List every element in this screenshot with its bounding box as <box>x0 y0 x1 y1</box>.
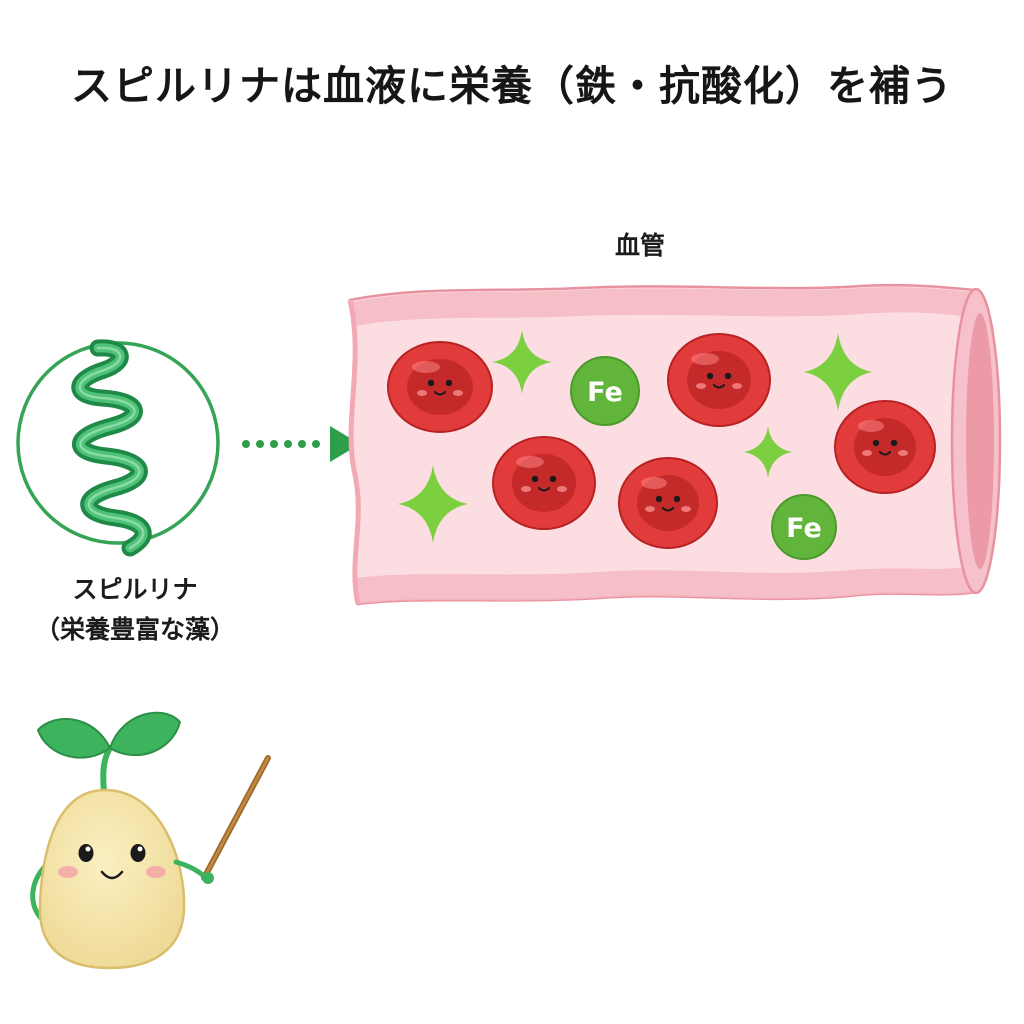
sparkle-icon <box>744 426 792 478</box>
sparkle-icon <box>492 330 552 394</box>
page-title: スピルリナは血液に栄養（鉄・抗酸化）を補う <box>71 62 953 110</box>
iron-symbol: Fe <box>786 513 822 544</box>
leaf-icon <box>36 718 112 759</box>
leaf-icon <box>108 711 182 757</box>
iron-symbol: Fe <box>587 377 623 408</box>
red-blood-cell <box>618 457 718 549</box>
red-blood-cell <box>492 436 596 530</box>
spirulina-illustration <box>16 339 220 557</box>
spirulina-label: スピルリナ <box>72 575 198 604</box>
sparkle-icon <box>804 333 872 411</box>
iron-particle: Fe <box>570 356 640 426</box>
iron-particle: Fe <box>771 494 837 560</box>
red-blood-cell <box>667 333 771 427</box>
spirulina-description: （栄養豊富な藻） <box>34 615 235 644</box>
mascot-sprout <box>30 711 271 970</box>
red-blood-cell <box>834 400 936 494</box>
sparkle-icon <box>398 465 468 543</box>
red-blood-cell <box>387 341 493 433</box>
arrow-icon <box>242 426 360 462</box>
vessel-label: 血管 <box>614 231 665 260</box>
